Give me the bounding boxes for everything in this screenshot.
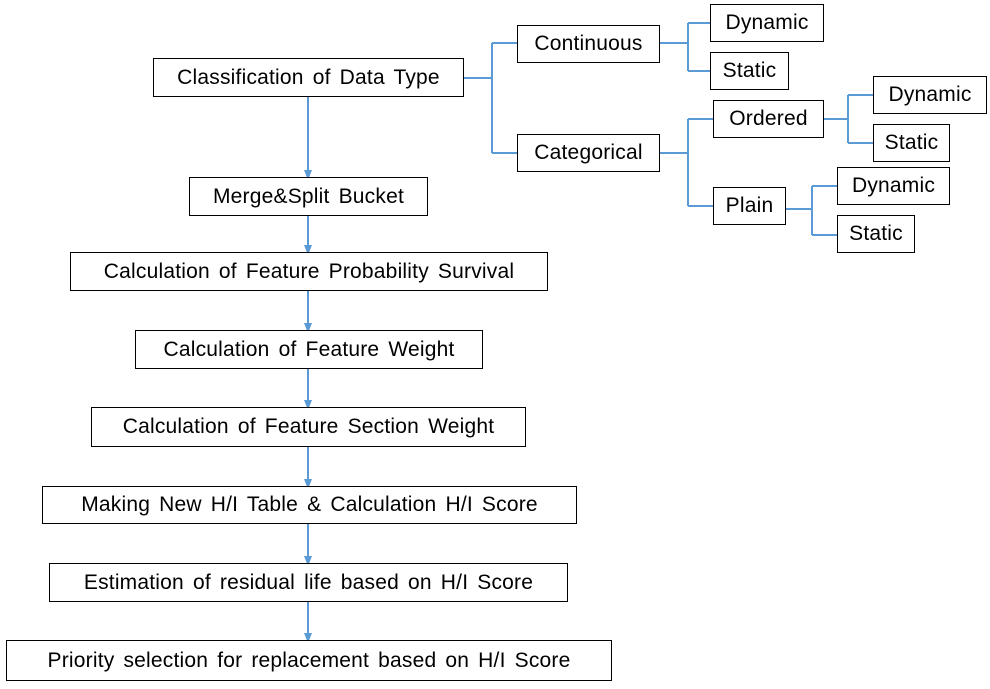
node-plain: Plain [713, 187, 786, 225]
step-residual-life-estimation: Estimation of residual life based on H/I… [49, 563, 568, 602]
node-ordered-dynamic: Dynamic [873, 76, 987, 114]
tree-connector [464, 42, 517, 154]
node-ordered-static: Static [873, 124, 950, 162]
step-feature-section-weight: Calculation of Feature Section Weight [91, 407, 526, 447]
node-continuous-static: Static [710, 52, 789, 90]
step-merge-split-bucket: Merge&Split Bucket [189, 177, 428, 216]
step-classification-of-data-type: Classification of Data Type [153, 58, 464, 97]
step-new-hi-table-and-score: Making New H/I Table & Calculation H/I S… [42, 486, 577, 524]
step-feature-probability-survival: Calculation of Feature Probability Survi… [70, 252, 548, 291]
tree-connector [824, 94, 873, 144]
tree-connector [660, 118, 713, 207]
node-categorical: Categorical [517, 134, 660, 172]
step-feature-weight: Calculation of Feature Weight [135, 330, 483, 369]
tree-connector [786, 185, 837, 236]
step-replacement-priority-selection: Priority selection for replacement based… [6, 640, 612, 681]
node-continuous: Continuous [517, 25, 660, 63]
tree-connector [660, 22, 710, 72]
node-continuous-dynamic: Dynamic [710, 4, 824, 42]
node-plain-static: Static [837, 215, 915, 253]
node-plain-dynamic: Dynamic [837, 167, 950, 205]
node-ordered: Ordered [713, 100, 824, 138]
